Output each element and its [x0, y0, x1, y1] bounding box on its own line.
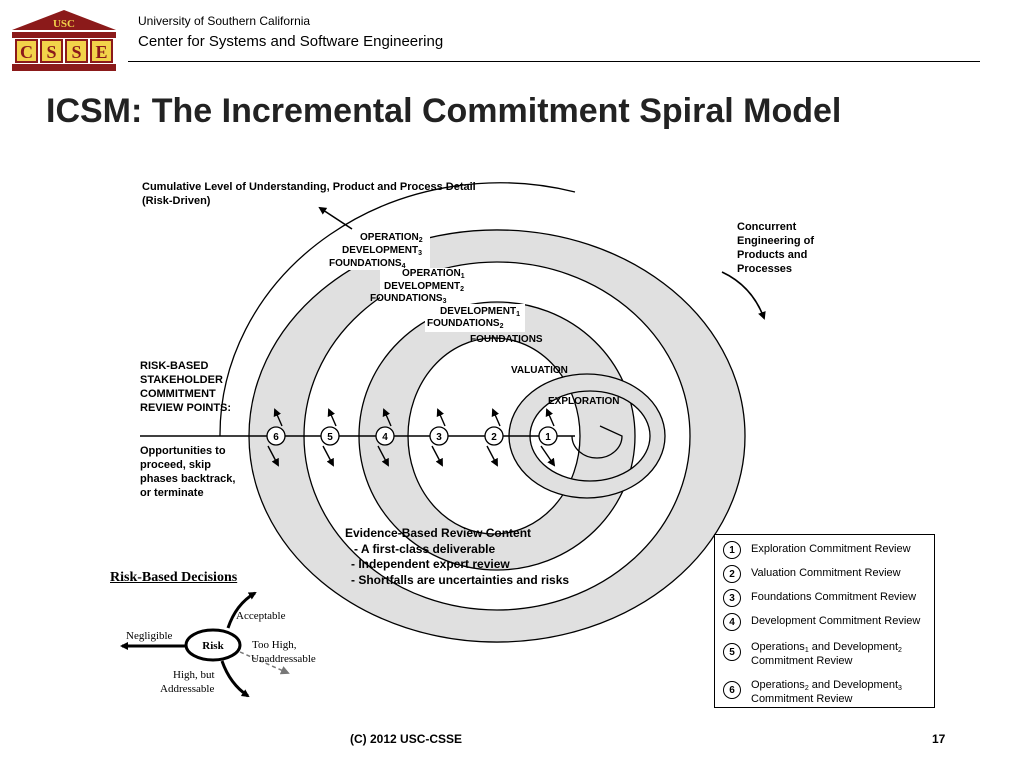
header-rule [128, 61, 980, 62]
review-point-4: 4 [375, 408, 395, 467]
legend-item-1: 1 Exploration Commitment Review [723, 541, 911, 559]
legend-item-2: 2 Valuation Commitment Review [723, 565, 901, 583]
label-foundations3: FOUNDATIONS3 [370, 293, 447, 305]
usc-csse-logo: USC C S S E [12, 10, 116, 71]
evidence-line-1: - A first-class deliverable [354, 541, 496, 556]
legend-text: Exploration Commitment Review [751, 543, 911, 555]
svg-text:5: 5 [327, 432, 333, 443]
label-foundations2: FOUNDATIONS2 [427, 318, 504, 330]
negligible-label: Negligible [126, 630, 173, 642]
risk-decisions-title: Risk-Based Decisions [110, 570, 238, 585]
svg-text:2: 2 [491, 432, 497, 443]
svg-text:1: 1 [545, 432, 551, 443]
svg-text:S: S [71, 42, 81, 62]
addressable-arrow [220, 660, 250, 698]
svg-text:E: E [95, 42, 107, 62]
label-development3: DEVELOPMENT3 [342, 245, 423, 257]
review-point-1: 1 [538, 408, 558, 467]
label-foundations4: FOUNDATIONS4 [329, 258, 406, 270]
evidence-line-2: - Independent expert review [351, 557, 510, 572]
high-but-label: High, but [173, 669, 215, 681]
label-development2: DEVELOPMENT2 [384, 281, 465, 293]
label-valuation: VALUATION [511, 365, 568, 376]
legend-number: 4 [723, 613, 741, 631]
evidence-block: Evidence-Based Review Content - A first-… [345, 526, 569, 588]
svg-text:6: 6 [273, 432, 279, 443]
legend-item-4: 4 Development Commitment Review [723, 613, 920, 631]
cumulative-arrow [318, 206, 353, 230]
acceptable-label: Acceptable [236, 610, 286, 622]
opportunities-label: Opportunities to proceed, skip phases ba… [140, 445, 236, 499]
concurrent-arrow [721, 271, 766, 320]
label-operation2: OPERATION2 [360, 232, 423, 244]
legend-number: 2 [723, 565, 741, 583]
evidence-title: Evidence-Based Review Content [345, 526, 532, 540]
label-foundations: FOUNDATIONS [470, 334, 543, 345]
review-points-label: RISK-BASED STAKEHOLDER COMMITMENT REVIEW… [140, 360, 232, 414]
svg-text:C: C [20, 42, 33, 62]
logo-letter-blocks: C S S E [15, 39, 113, 63]
legend-text: Development Commitment Review [751, 615, 921, 627]
svg-text:Risk: Risk [202, 640, 224, 652]
logo-usc-text: USC [53, 18, 75, 30]
acceptable-arrow [226, 591, 257, 629]
legend-text: Valuation Commitment Review [751, 567, 901, 579]
footer-copyright: (C) 2012 USC-CSSE [350, 732, 463, 746]
risk-decision-diagram: Risk [120, 591, 290, 698]
legend-number: 6 [723, 681, 741, 699]
svg-text:S: S [46, 42, 56, 62]
too-high-label: Too High, [252, 639, 297, 651]
legend-number: 1 [723, 541, 741, 559]
page-number: 17 [932, 732, 946, 746]
center-name: Center for Systems and Software Engineer… [138, 33, 444, 50]
review-points: 6 5 4 3 2 1 [266, 408, 558, 467]
legend-item-3: 3 Foundations Commitment Review [723, 589, 916, 607]
label-development1: DEVELOPMENT1 [440, 306, 521, 318]
unaddressable-arrow [239, 651, 290, 675]
page-title: ICSM: The Incremental Commitment Spiral … [46, 92, 842, 130]
review-point-6: 6 [266, 408, 286, 467]
review-point-5: 5 [320, 408, 340, 467]
review-legend: 1 Exploration Commitment Review 2 Valuat… [714, 534, 935, 708]
svg-text:4: 4 [382, 432, 388, 443]
label-operation1: OPERATION1 [402, 268, 465, 280]
review-point-2: 2 [484, 408, 504, 467]
review-point-3: 3 [429, 408, 449, 467]
cumulative-label: Cumulative Level of Understanding, Produ… [142, 181, 476, 207]
addressable-label: Addressable [160, 683, 215, 695]
concurrent-label: Concurrent Engineering of Products and P… [737, 221, 814, 275]
unaddressable-label: Unaddressable [251, 653, 316, 665]
spiral-center-loop [571, 425, 623, 459]
svg-text:3: 3 [436, 432, 442, 443]
legend-text: Foundations Commitment Review [751, 591, 917, 603]
outer-spiral-arc [219, 182, 576, 437]
legend-number: 3 [723, 589, 741, 607]
university-name: University of Southern California [138, 14, 311, 28]
legend-number: 5 [723, 643, 741, 661]
label-exploration: EXPLORATION [548, 396, 620, 407]
evidence-line-3: - Shortfalls are uncertainties and risks [351, 572, 570, 587]
